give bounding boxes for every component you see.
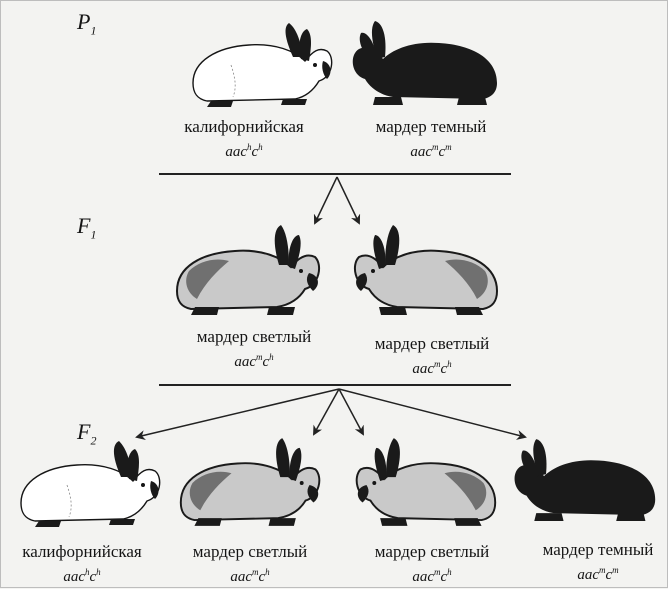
f2-genotype-marder-light-right: aacmch: [353, 564, 511, 585]
rabbit-marder-dark-p1: [345, 15, 505, 113]
rabbit-californian-f2: [15, 437, 169, 533]
arrow-f2-4: [339, 389, 525, 437]
f2-californian-genotype: aachch: [3, 564, 161, 585]
rabbit-marder-light-f1-left: [169, 221, 329, 321]
arrow-f2-3: [339, 389, 363, 434]
f2-marder-light-label-right: мардер светлый: [353, 542, 511, 562]
f2-marder-dark-genotype: aacmcm: [529, 562, 667, 583]
rabbit-marder-light-f2-right: [347, 433, 503, 533]
f2-marder-light-label-left: мардер светлый: [171, 542, 329, 562]
f2-genotype-marder-light-left: aacmch: [171, 564, 329, 585]
p1-californian-label: калифорнийская: [169, 117, 319, 137]
rabbit-californian-p1: [187, 21, 337, 113]
f1-marder-light-label-right: мардер светлый: [357, 334, 507, 354]
arrow-f2-1: [137, 389, 339, 437]
arrow-f1-right: [337, 177, 359, 223]
rabbit-marder-light-f1-right: [345, 221, 505, 321]
arrow-f2-2: [314, 389, 339, 434]
f1-marder-light-label-left: мардер светлый: [179, 327, 329, 347]
rabbit-marder-light-f2-left: [173, 433, 329, 533]
p1-marder-dark-label: мардер темный: [361, 117, 501, 137]
f1-genotype-right: aacmch: [357, 356, 507, 377]
p1-marder-dark-genotype: aacmcm: [361, 139, 501, 160]
f1-genotype-left: aacmch: [179, 349, 329, 370]
rabbit-marder-dark-f2: [507, 431, 663, 531]
f2-californian-label: калифорнийская: [3, 542, 161, 562]
f2-marder-dark-label: мардер темный: [529, 540, 667, 560]
arrow-f1-left: [315, 177, 337, 223]
p1-californian-genotype: aachch: [169, 139, 319, 160]
